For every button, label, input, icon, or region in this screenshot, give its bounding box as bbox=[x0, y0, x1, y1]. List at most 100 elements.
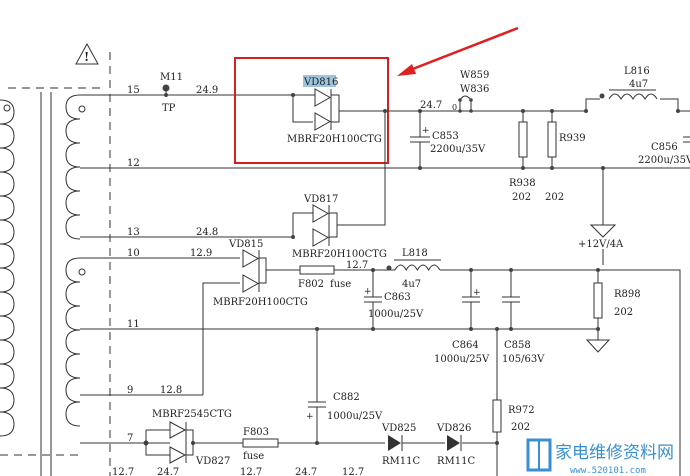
components-c864-ref-label: C864 bbox=[452, 340, 479, 351]
wire bbox=[397, 64, 416, 76]
junction-dot bbox=[521, 166, 525, 170]
secondary-coil-lower bbox=[65, 257, 81, 427]
voltages-v10-label: 12.9 bbox=[190, 248, 212, 259]
wire bbox=[145, 421, 243, 464]
junction-dot bbox=[509, 268, 513, 272]
wire bbox=[80, 94, 313, 123]
wire bbox=[242, 249, 300, 293]
voltages-bottom-0-label: 12.7 bbox=[112, 467, 134, 476]
inductor-l816: L816 4u7 bbox=[584, 66, 680, 113]
junction-dot bbox=[291, 235, 295, 239]
warning-icon: ! bbox=[75, 42, 99, 65]
wire bbox=[608, 93, 658, 100]
wire bbox=[502, 270, 520, 329]
junction-dot bbox=[383, 109, 387, 113]
junction-dot bbox=[550, 166, 554, 170]
components-c863-value-label: 1000u/25V bbox=[368, 309, 424, 320]
components-out12v-label-label: +12V/4A bbox=[578, 239, 624, 250]
components-vd825-ref-label: VD825 bbox=[381, 423, 416, 434]
components-c853-ref-label: C853 bbox=[432, 131, 459, 142]
diode-vd825: VD825 RM11C bbox=[381, 423, 420, 467]
components-vd817-ref-label: VD817 bbox=[303, 194, 338, 205]
resistor-r972: R972 202 bbox=[492, 327, 535, 476]
wire bbox=[589, 168, 617, 265]
inductor-l818: L818 4u7 bbox=[386, 248, 441, 290]
junction-dot bbox=[521, 109, 525, 113]
red-arrow bbox=[397, 26, 519, 76]
pins-p13-label: 13 bbox=[127, 227, 140, 238]
voltages-bottom-3-label: 24.7 bbox=[295, 467, 317, 476]
junction-dot bbox=[495, 441, 499, 445]
wire bbox=[585, 270, 611, 353]
components-f802-ref-label: F802 bbox=[298, 279, 324, 290]
components-vd825-part-label: RM11C bbox=[382, 456, 420, 467]
capacitor-c856: C856 2200u/35V bbox=[638, 136, 690, 166]
pins-p15-label: 15 bbox=[127, 85, 140, 96]
components-c882-ref-label: C882 bbox=[333, 392, 360, 403]
capacitor-c882: + C882 1000u/25V bbox=[306, 327, 383, 445]
components-l818-value-label: 4u7 bbox=[402, 279, 421, 290]
voltages-bottom-4-label: 12.7 bbox=[342, 467, 364, 476]
junction-dot bbox=[469, 327, 473, 331]
wire bbox=[410, 111, 430, 168]
components-w859-ref-label: W859 bbox=[460, 70, 489, 81]
components-l816-value-label: 4u7 bbox=[629, 79, 648, 90]
capacitor-c853: + C853 2200u/35V bbox=[410, 111, 486, 170]
wire bbox=[303, 75, 336, 87]
voltages-bottom-2-label: 12.7 bbox=[240, 467, 262, 476]
junction-dot bbox=[78, 268, 86, 276]
components-r939-value-label: 202 bbox=[545, 192, 564, 203]
components-vd816-ref-label: VD816 bbox=[303, 77, 338, 88]
junction-dot bbox=[495, 327, 499, 331]
transformer bbox=[0, 52, 111, 476]
voltages-v13-label: 24.8 bbox=[196, 227, 218, 238]
components-vd817-part-label: MBRF20H100CTG bbox=[292, 249, 387, 260]
capacitor-c863: + C863 1000u/25V bbox=[364, 270, 424, 331]
junction-dot bbox=[418, 166, 422, 170]
components-r972-value-label: 202 bbox=[511, 422, 530, 433]
components-c853-value-label: 2200u/35V bbox=[430, 144, 486, 155]
watermark-logo: 家电维修资料网 www.520101.com bbox=[526, 438, 674, 476]
components-w859-value-label: 0 bbox=[452, 103, 457, 112]
wire bbox=[242, 438, 279, 448]
wire bbox=[459, 95, 472, 111]
secondary-coil-upper bbox=[65, 94, 81, 240]
watermark-url-label: www.520101.com bbox=[570, 466, 646, 476]
output-12v: +12V/4A bbox=[578, 166, 624, 265]
voltages-v_out1-label: 24.7 bbox=[420, 100, 442, 111]
components-c882-value-label: 1000u/25V bbox=[327, 411, 383, 422]
junction-dot bbox=[315, 327, 319, 331]
components-c858-value-label: 105/63V bbox=[502, 354, 545, 365]
wire bbox=[80, 257, 240, 395]
voltages-v15-label: 24.9 bbox=[196, 85, 218, 96]
junction-dot bbox=[599, 93, 605, 99]
components-r898-value-label: 202 bbox=[614, 307, 633, 318]
wire bbox=[683, 136, 690, 143]
components-vd826-part-label: RM11C bbox=[437, 456, 475, 467]
wire bbox=[394, 264, 441, 272]
diode-vd827: MBRF2545CTG VD827 bbox=[143, 409, 243, 467]
components-r938-value-label: 202 bbox=[512, 192, 531, 203]
wire bbox=[293, 88, 385, 131]
resistor-r938: R938 202 bbox=[509, 109, 536, 203]
junction-dot bbox=[164, 93, 168, 97]
diode-vd816: VD816 MBRF20H100CTG bbox=[287, 75, 385, 145]
resistor-r939: R939 202 bbox=[545, 109, 586, 203]
pins-p10-label: 10 bbox=[127, 248, 140, 259]
junction-dot bbox=[386, 265, 392, 271]
watermark-title-label: 家电维修资料网 bbox=[555, 443, 674, 463]
pins-p12-label: 12 bbox=[127, 158, 140, 169]
components-c856-ref-label: C856 bbox=[651, 142, 678, 153]
wire bbox=[308, 329, 326, 443]
wire bbox=[462, 270, 480, 329]
wire bbox=[547, 121, 557, 158]
wire bbox=[364, 270, 382, 329]
components-c863-ref-label: C863 bbox=[384, 292, 411, 303]
wire: + bbox=[422, 126, 430, 136]
resistor-r898: R898 202 bbox=[585, 268, 641, 353]
voltages-v_out2-label: 12.7 bbox=[346, 260, 368, 271]
wire bbox=[334, 269, 681, 476]
junction-dot bbox=[509, 327, 513, 331]
warning_symbol-label: ! bbox=[84, 50, 89, 64]
